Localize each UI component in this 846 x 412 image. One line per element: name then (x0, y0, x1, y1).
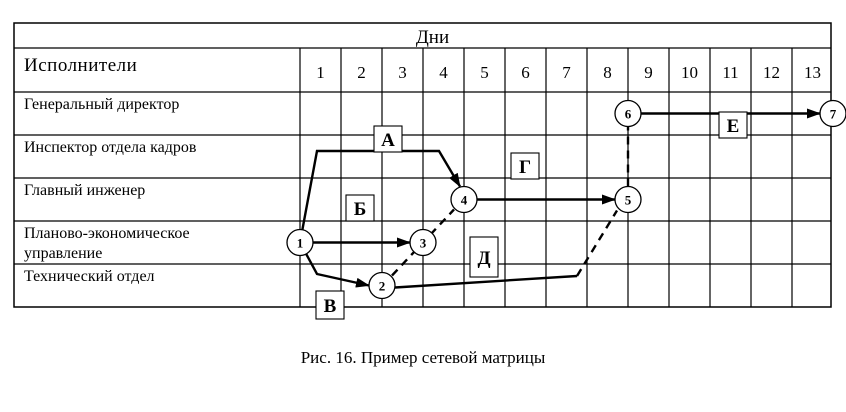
svg-text:Б: Б (354, 199, 367, 220)
day-number-9: 9 (644, 63, 653, 82)
day-number-5: 5 (480, 63, 489, 82)
event-nodes: 1 2 3 4 5 6 7 (286, 99, 846, 300)
event-node-2: 2 (368, 271, 396, 300)
row-label: управление (24, 245, 102, 262)
svg-text:В: В (324, 296, 337, 317)
svg-text:А: А (381, 130, 395, 151)
activity-label-А: А (373, 125, 403, 153)
activity-label-Д: Д (469, 236, 499, 278)
day-number-2: 2 (357, 63, 366, 82)
activity-arrow (394, 274, 578, 289)
activity-label-В: В (315, 290, 345, 320)
svg-text:Д: Д (477, 248, 490, 269)
day-number-4: 4 (439, 63, 448, 82)
activity-arrows (298, 108, 821, 289)
svg-text:2: 2 (379, 279, 386, 294)
event-node-4: 4 (450, 185, 478, 214)
day-number-10: 10 (681, 63, 698, 82)
svg-text:Г: Г (519, 157, 531, 178)
event-node-5: 5 (614, 185, 642, 214)
event-node-1: 1 (286, 228, 314, 257)
activity-labels: А Б В Г Д Е (315, 111, 748, 320)
row-label: Главный инженер (24, 182, 145, 199)
day-number-7: 7 (562, 63, 571, 82)
day-number-6: 6 (521, 63, 530, 82)
row-label: Технический отдел (24, 268, 155, 285)
activity-label-Г: Г (510, 152, 540, 180)
day-number-1: 1 (316, 63, 325, 82)
svg-text:6: 6 (625, 107, 632, 122)
event-node-7: 7 (819, 99, 846, 128)
performers-header: Исполнители (24, 55, 137, 76)
svg-text:Е: Е (727, 116, 740, 137)
svg-text:5: 5 (625, 193, 632, 208)
row-label: Планово-экономическое (24, 225, 190, 242)
row-label: Инспектор отдела кадров (24, 139, 197, 156)
days-header: Дни (416, 27, 449, 48)
dummy-activity-arrow (575, 209, 619, 277)
event-node-6: 6 (614, 99, 642, 128)
svg-text:7: 7 (830, 107, 837, 122)
day-number-13: 13 (804, 63, 821, 82)
activity-arrow (298, 149, 462, 243)
svg-text:3: 3 (420, 236, 427, 251)
figure-caption: Рис. 16. Пример сетевой матрицы (300, 348, 546, 367)
day-number-11: 11 (722, 63, 738, 82)
svg-text:4: 4 (461, 193, 468, 208)
day-number-12: 12 (763, 63, 780, 82)
grid (13, 22, 832, 308)
activity-label-Е: Е (718, 111, 748, 139)
day-number-3: 3 (398, 63, 407, 82)
day-number-8: 8 (603, 63, 612, 82)
event-node-3: 3 (409, 228, 437, 257)
row-label: Генеральный директор (24, 96, 179, 113)
activity-label-Б: Б (345, 194, 375, 222)
svg-text:1: 1 (297, 236, 304, 251)
